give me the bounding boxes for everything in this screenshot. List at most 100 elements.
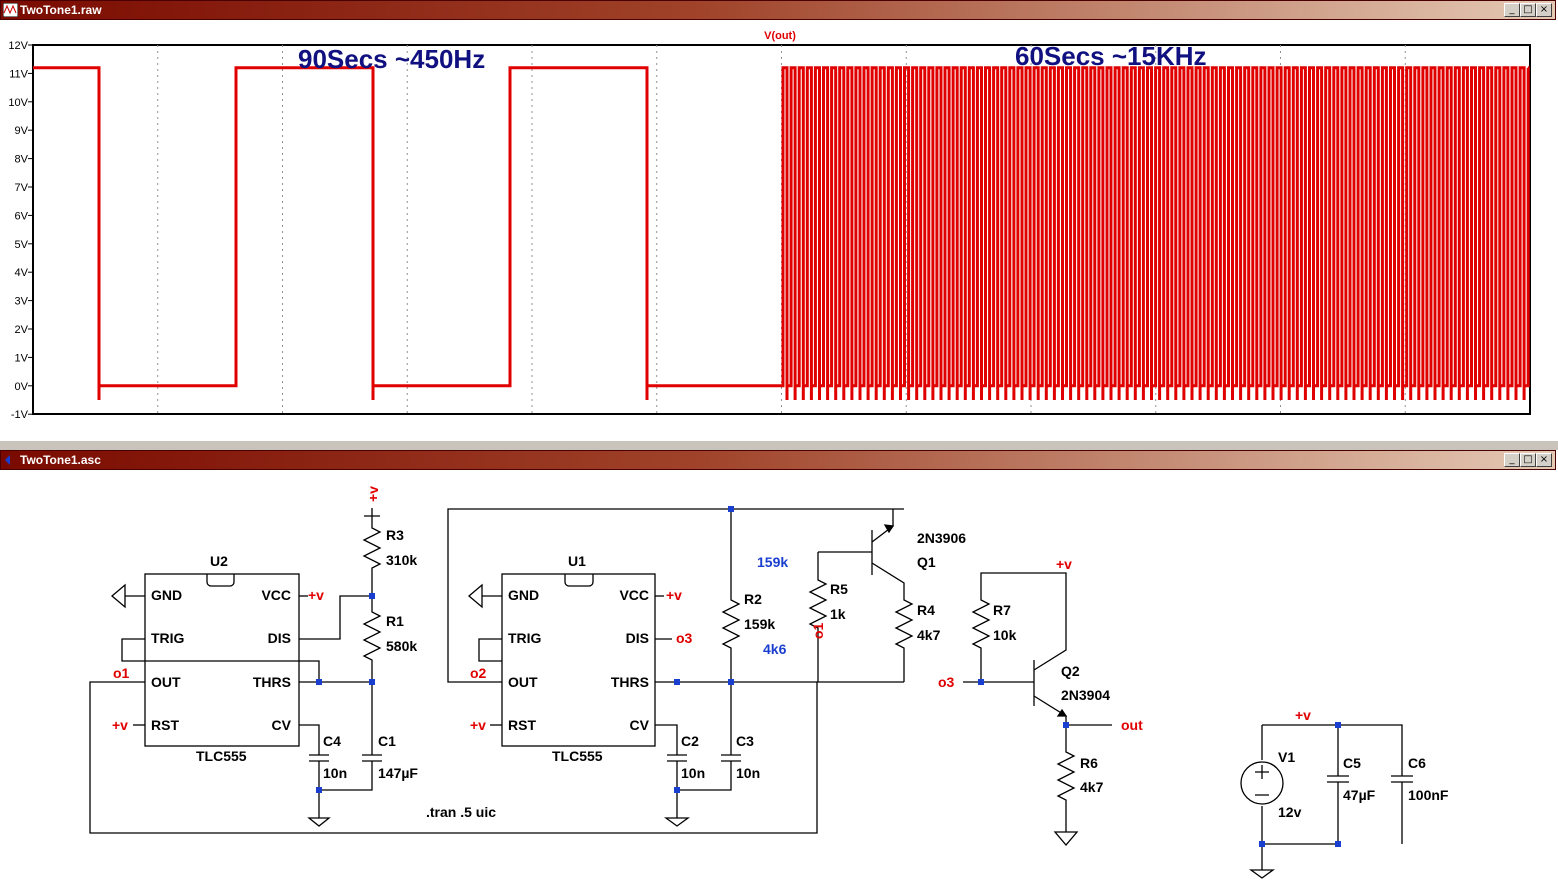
u2-notch: [206, 574, 235, 587]
q1-ref[interactable]: Q1: [917, 554, 936, 570]
u1-pin-dis: DIS: [626, 630, 649, 646]
u1-pin-gnd: GND: [508, 587, 539, 603]
waveform-window-title: TwoTone1.raw: [20, 3, 102, 17]
v1-ref[interactable]: V1: [1278, 749, 1295, 765]
c2-value[interactable]: 10n: [681, 765, 705, 781]
q2-ref[interactable]: Q2: [1061, 663, 1080, 679]
u2-pin-vcc: VCC: [261, 587, 291, 603]
gnd-symbol: [307, 817, 331, 827]
r5-value[interactable]: 1k: [830, 606, 846, 622]
r6-ref[interactable]: R6: [1080, 755, 1098, 771]
y-tick-label: 6V: [15, 210, 29, 222]
q1-type[interactable]: 2N3906: [917, 530, 966, 546]
c1-ref[interactable]: C1: [378, 733, 396, 749]
u2-gnd-symbol: [110, 583, 145, 609]
u2-pin-out: OUT: [151, 674, 181, 690]
u2-type: TLC555: [196, 748, 247, 764]
net-label-o3[interactable]: o3: [676, 630, 693, 646]
y-tick-label: 12V: [8, 40, 28, 52]
u2-pin-rst: RST: [151, 717, 179, 733]
schematic-window-title: TwoTone1.asc: [20, 453, 101, 467]
annotation-right: 60Secs ~15KHz: [1015, 41, 1207, 71]
y-tick-label: 7V: [15, 182, 29, 194]
r3-ref[interactable]: R3: [386, 527, 404, 543]
waveform-titlebar[interactable]: TwoTone1.raw _ □ ×: [0, 0, 1556, 20]
r6-value[interactable]: 4k7: [1080, 779, 1104, 795]
u1-pin-trig: TRIG: [508, 630, 542, 646]
c3-value[interactable]: 10n: [736, 765, 760, 781]
c5-ref[interactable]: C5: [1343, 755, 1361, 771]
r7-value[interactable]: 10k: [993, 627, 1017, 643]
u1-pin-out: OUT: [508, 674, 538, 690]
u2-pin-thrs: THRS: [253, 674, 291, 690]
r2-ref[interactable]: R2: [744, 591, 762, 607]
minimize-button[interactable]: _: [1504, 3, 1520, 17]
minimize-button[interactable]: _: [1504, 453, 1520, 467]
net-label-o1[interactable]: o1: [810, 622, 826, 639]
u1-pin-vcc: VCC: [619, 587, 649, 603]
net-label-out[interactable]: out: [1121, 717, 1143, 733]
schematic-canvas[interactable]: U2 GND TRIG OUT RST VCC DIS THRS CV TLC5…: [0, 470, 1558, 884]
net-label-vplus[interactable]: +v: [470, 717, 486, 733]
r5-ref[interactable]: R5: [830, 581, 848, 597]
y-tick-label: 2V: [15, 324, 29, 336]
y-tick-label: 9V: [15, 125, 29, 137]
c5-value[interactable]: 47µF: [1343, 787, 1376, 803]
y-tick-label: 1V: [15, 352, 29, 364]
c4-value[interactable]: 10n: [323, 765, 347, 781]
net-label-vplus[interactable]: +v: [666, 587, 682, 603]
y-tick-label: 5V: [15, 239, 29, 251]
net-label-o3[interactable]: o3: [938, 674, 955, 690]
tran-directive[interactable]: .tran .5 uic: [426, 804, 496, 820]
net-label-o2[interactable]: o2: [470, 665, 487, 681]
net-label-vplus[interactable]: +v: [1056, 556, 1072, 572]
u1-ref: U1: [568, 553, 586, 569]
c3-ref[interactable]: C3: [736, 733, 754, 749]
schematic-window: TwoTone1.asc _ □ ×: [0, 450, 1558, 884]
r1-ref[interactable]: R1: [386, 613, 404, 629]
c2-ref[interactable]: C2: [681, 733, 699, 749]
u2-pin-gnd: GND: [151, 587, 182, 603]
y-tick-label: -1V: [11, 409, 29, 421]
v1-source-circle: [1240, 761, 1284, 805]
schematic-titlebar[interactable]: TwoTone1.asc _ □ ×: [0, 450, 1556, 470]
y-tick-label: 10V: [8, 97, 28, 109]
r2-value[interactable]: 159k: [744, 616, 775, 632]
r2-alt-value[interactable]: 159k: [757, 554, 788, 570]
close-button[interactable]: ×: [1536, 3, 1552, 17]
c6-value[interactable]: 100nF: [1408, 787, 1449, 803]
c1-value[interactable]: 147µF: [378, 765, 418, 781]
c6-ref[interactable]: C6: [1408, 755, 1426, 771]
u1-body: [501, 573, 656, 747]
net-label-vplus[interactable]: +v: [1295, 707, 1311, 723]
annotation-left: 90Secs ~450Hz: [298, 44, 485, 74]
maximize-button[interactable]: □: [1520, 453, 1536, 467]
net-label-vplus[interactable]: +v: [308, 587, 324, 603]
r7-ref[interactable]: R7: [993, 602, 1011, 618]
junction-dots: [316, 506, 1341, 847]
net-label-o1[interactable]: o1: [113, 665, 130, 681]
r4-value[interactable]: 4k7: [917, 627, 941, 643]
r3-value[interactable]: 310k: [386, 552, 417, 568]
v1-value[interactable]: 12v: [1278, 804, 1302, 820]
q2-type[interactable]: 2N3904: [1061, 687, 1110, 703]
close-button[interactable]: ×: [1536, 453, 1552, 467]
c4-ref[interactable]: C4: [323, 733, 341, 749]
schematic-wires: [89, 508, 1413, 879]
r4-ref[interactable]: R4: [917, 602, 935, 618]
trace-label[interactable]: V(out): [764, 30, 796, 42]
net-label-vplus[interactable]: +v: [112, 717, 128, 733]
schematic-app-icon: [5, 455, 10, 465]
maximize-button[interactable]: □: [1520, 3, 1536, 17]
u1-pin-rst: RST: [508, 717, 536, 733]
u1-type: TLC555: [552, 748, 603, 764]
y-tick-label: 0V: [15, 381, 29, 393]
vout-trace: [33, 66, 1530, 400]
r1-value[interactable]: 580k: [386, 638, 417, 654]
y-tick-label: 8V: [15, 154, 29, 166]
r5-alt-value[interactable]: 4k6: [763, 641, 787, 657]
net-label-vplus[interactable]: +v: [365, 486, 381, 502]
gnd-symbol: [1053, 831, 1079, 847]
